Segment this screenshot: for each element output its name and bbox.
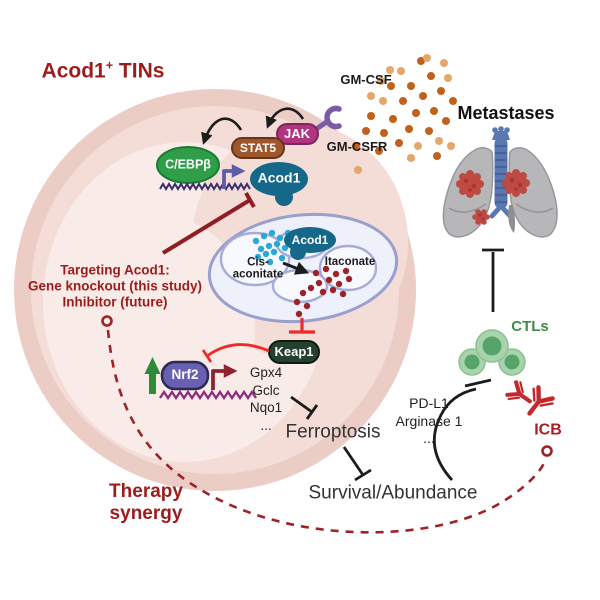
jak-box (276, 123, 319, 145)
dashed-connector-end (541, 445, 553, 457)
antibody-icon (505, 380, 555, 416)
pd-l1-arginase-list: PD-L1 Arginase 1 ... (395, 394, 463, 446)
jak-label: JAK (283, 126, 311, 142)
inhibition-lines (290, 248, 504, 482)
conversion-arrow (282, 261, 310, 275)
keap1-label: Keap1 (274, 344, 314, 360)
lungs-icon (442, 126, 558, 238)
cis-aconitate-dots-icon (252, 229, 292, 266)
therapy-synergy-connector (101, 315, 553, 534)
nrf2-target-genes-list: Gpx4 Gclc Nqo1 ... (249, 364, 283, 433)
itaconate-label: Itaconate (324, 255, 376, 268)
dna-squiggle-icon (159, 182, 251, 191)
keap1-box (268, 340, 320, 364)
gm-csf-label: GM-CSF (340, 72, 392, 88)
itaconate-dots-icon (293, 265, 353, 318)
keap1-nrf2-inhibition (201, 343, 270, 363)
stat5-label: STAT5 (239, 140, 277, 155)
ctls-label: CTLs (511, 318, 549, 335)
cis-aconitate-label: Cis- aconitate (232, 256, 284, 281)
therapy-synergy-label: Therapy synergy (109, 481, 183, 524)
acod1-mito-label: Acod1 (291, 232, 329, 247)
cebpb-ellipse (156, 146, 220, 184)
cebpb-label: C/EBPβ (165, 157, 211, 172)
targeting-acod1-note: Targeting Acod1: Gene knockout (this stu… (27, 262, 203, 311)
itaconate-keap1-inhibition (289, 318, 315, 334)
signaling-arrows (201, 107, 305, 145)
metastases-label: Metastases (457, 103, 555, 124)
icb-label: ICB (534, 421, 562, 439)
ferroptosis-label: Ferroptosis (285, 421, 381, 443)
promoter-arrow-nrf2-targets (211, 364, 238, 390)
tumor-icon (456, 169, 530, 225)
dna-squiggle-icon (159, 389, 257, 401)
survival-abundance-label: Survival/Abundance (308, 482, 478, 504)
targeting-inhibition-bar (161, 192, 256, 255)
figure-title: Acod1+ TINs (41, 58, 165, 83)
promoter-arrow-acod1 (222, 164, 246, 189)
ctl-cells-icon (458, 329, 526, 376)
nrf2-label: Nrf2 (171, 366, 199, 382)
nrf2-box (160, 360, 210, 391)
acod1-mito-blob (284, 227, 336, 260)
gm-csf-molecules-icon (352, 54, 457, 174)
acod1-protein-blob (250, 162, 308, 206)
dashed-connector-end (101, 315, 113, 327)
upregulation-arrow-icon (144, 357, 161, 394)
stat5-box (231, 137, 285, 159)
gm-csfr-label: GM-CSFR (326, 139, 388, 155)
acod1-label: Acod1 (257, 169, 301, 186)
